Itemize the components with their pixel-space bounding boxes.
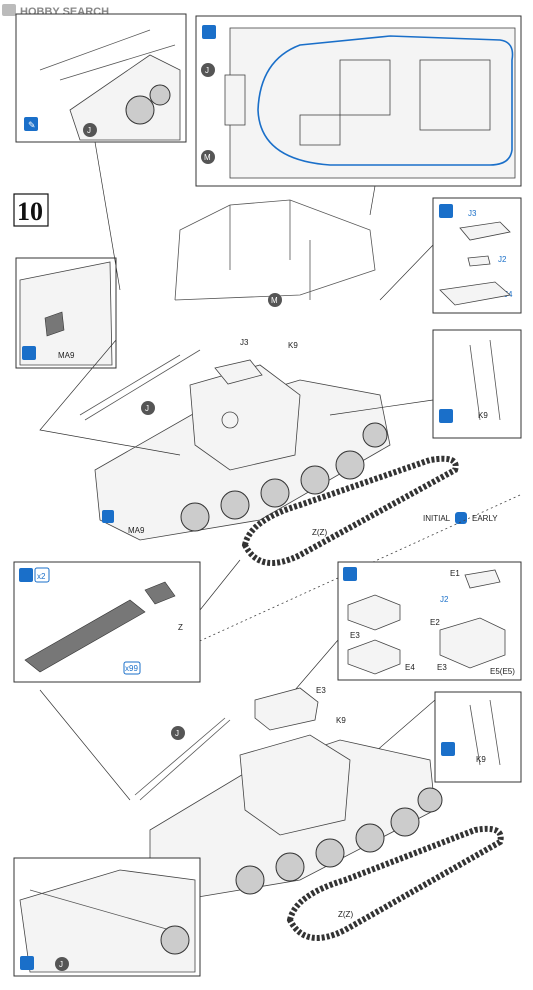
glue-icon	[24, 117, 38, 131]
track-link-run-lower	[286, 825, 504, 941]
svg-text:E4: E4	[405, 663, 415, 672]
svg-text:Z(Z): Z(Z)	[338, 910, 353, 919]
svg-text:✎: ✎	[28, 120, 36, 130]
glue-icon	[20, 956, 34, 970]
glue-icon	[22, 346, 36, 360]
cement-icon	[439, 204, 453, 218]
svg-text:MA9: MA9	[58, 351, 75, 360]
svg-text:K9: K9	[476, 755, 486, 764]
svg-text:J3: J3	[240, 338, 249, 347]
option-switch-icon	[455, 512, 467, 524]
detail-box-ma9: MA9	[15, 257, 117, 369]
road-wheel-sketch	[125, 84, 171, 125]
svg-text:E3: E3	[350, 631, 360, 640]
antenna-wire-route	[257, 35, 514, 166]
step-number-box: 10	[13, 193, 49, 227]
svg-text:K9: K9	[336, 716, 346, 725]
detail-box-k9-upper: K9	[432, 329, 522, 439]
detail-box-e-parts: E1 J2 E2 E3 E5(E5) E3 E4	[337, 561, 522, 681]
callout-j-hull: J	[201, 63, 215, 77]
detail-box-bottom-left: J	[13, 857, 201, 977]
svg-text:K9: K9	[478, 411, 488, 420]
svg-text:Z: Z	[178, 623, 183, 632]
glue-icon	[441, 742, 455, 756]
svg-text:MA9: MA9	[128, 526, 145, 535]
svg-text:E2: E2	[430, 618, 440, 627]
svg-text:M: M	[271, 296, 278, 305]
svg-text:Z(Z): Z(Z)	[312, 528, 327, 537]
svg-text:J2: J2	[440, 595, 449, 604]
detail-box-hull-top: J M	[195, 15, 522, 187]
road-wheels-lower	[235, 787, 443, 895]
svg-text:J3: J3	[468, 209, 477, 218]
antenna-frame-m: M	[174, 199, 376, 307]
svg-text:J2: J2	[498, 255, 507, 264]
glue-icon	[439, 409, 453, 423]
cement-icon	[102, 510, 114, 523]
detail-box-hatch-parts: J3 J2 J4	[432, 197, 522, 314]
track-link-run	[241, 455, 459, 566]
svg-text:E1: E1	[450, 569, 460, 578]
road-wheels	[180, 422, 388, 532]
svg-text:E3: E3	[437, 663, 447, 672]
detail-box-top-left: ✎ J	[15, 13, 187, 143]
detail-box-track: x2 Z x99	[13, 561, 201, 683]
svg-text:EARLY: EARLY	[472, 514, 498, 523]
svg-text:E5(E5): E5(E5)	[490, 667, 515, 676]
callout-m-hull: M	[201, 150, 215, 164]
svg-text:J: J	[175, 729, 179, 738]
glue-icon	[19, 568, 33, 582]
svg-text:K9: K9	[288, 341, 298, 350]
svg-text:J: J	[205, 66, 209, 75]
svg-text:INITIAL: INITIAL	[423, 514, 451, 523]
track-length	[24, 599, 146, 673]
tank-early-version: E3 K9 J Z(Z)	[134, 686, 504, 941]
tank-initial-version: J3 K9 MA9 Z(Z) J	[79, 338, 459, 566]
svg-text:x2: x2	[37, 572, 46, 581]
label-j: J	[87, 126, 91, 135]
cement-icon	[343, 567, 357, 581]
svg-text:J: J	[145, 404, 149, 413]
svg-text:J: J	[59, 960, 63, 969]
svg-text:E3: E3	[316, 686, 326, 695]
step-number: 10	[17, 197, 43, 226]
glue-icon	[202, 25, 216, 39]
svg-text:x99: x99	[125, 664, 138, 673]
svg-text:M: M	[204, 153, 211, 162]
detail-box-k9-lower: K9	[434, 691, 522, 783]
